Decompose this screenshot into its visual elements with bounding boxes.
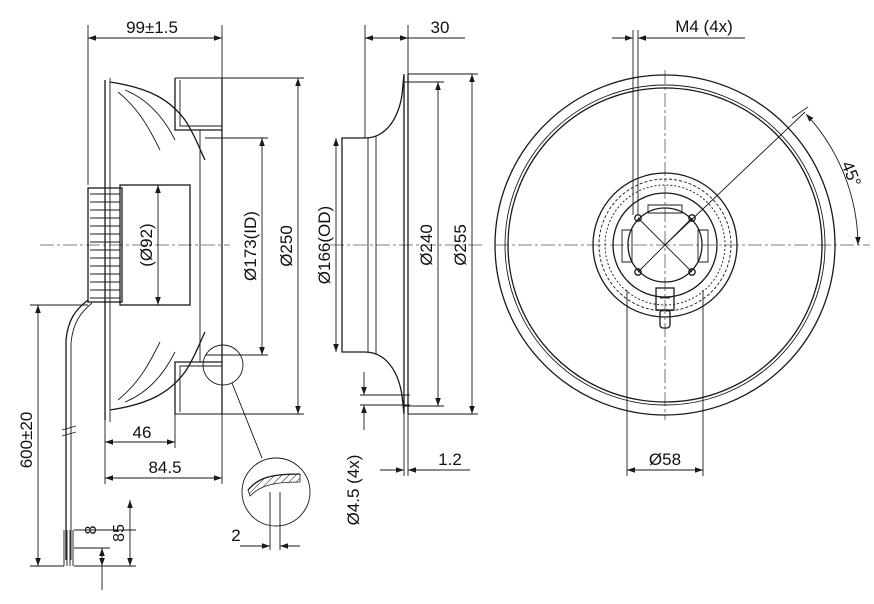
label-1-2: 1.2 [438,450,462,469]
label-46: 46 [133,423,152,442]
cable [65,299,89,560]
label-240: Ø240 [417,224,436,266]
cable-break-1 [61,425,77,431]
inlet-ring-lower-inner [179,365,222,412]
detail-leader [231,382,263,459]
label-255: Ø255 [451,224,470,266]
cable-wires [63,530,74,566]
hub-window-right [697,229,709,263]
hub-window-top [647,204,683,214]
label-600: 600±20 [17,412,36,469]
label-173: Ø173(ID) [241,211,260,281]
label-2: 2 [231,526,240,545]
side-view: 99±1.5 (Ø92) Ø173(ID) Ø250 600±20 46 84.… [17,18,311,590]
label-4-5: Ø4.5 (4x) [344,455,363,526]
label-166: Ø166(OD) [315,206,334,284]
cable-break-2 [61,431,77,437]
label-92: (Ø92) [137,223,156,266]
motor-hub [119,184,191,306]
inlet-ring-upper-inner [179,80,222,127]
outer-ring-inner-2 [507,87,823,403]
motor-fins-block [87,187,123,303]
blade-lower-1 [117,341,161,401]
mount-hole-2 [688,214,696,222]
label-58: Ø58 [649,450,681,469]
mount-hole-3 [634,268,642,276]
hub-window-left [621,229,633,263]
detail-view: 2 [231,457,311,550]
front-view: M4 (4x) 45° Ø58 [494,17,870,476]
detail-hatch [247,473,301,497]
angle-leg-tick [791,106,809,119]
label-m4: M4 (4x) [675,17,733,36]
blade-lower-outer [109,331,206,411]
outer-ring-inner [504,84,826,406]
hub-outer [592,172,738,318]
label-250: Ø250 [277,225,296,267]
detail-circle-large [241,457,311,527]
mount-hole-4 [688,268,696,276]
blade-upper-1 [117,91,161,151]
inlet-ring-profile [341,73,405,415]
cable-gland [659,309,671,329]
blade-upper-2 [124,89,176,141]
hub-vents-2 [604,184,726,306]
label-84-5: 84.5 [148,458,181,477]
motor-fins [90,193,120,299]
inlet-ring-upper [174,78,222,131]
blade-lower-2 [124,351,176,403]
hub-center [627,207,703,283]
label-99: 99±1.5 [126,18,178,37]
section-view: 30 Ø166(OD) Ø240 Ø255 Ø4.5 (4x) 1.2 [315,18,485,525]
outer-ring [494,74,836,416]
blade-upper-outer [109,81,206,161]
label-30: 30 [431,18,450,37]
label-8: 8 [83,525,100,534]
dim-45-deg [805,113,861,246]
hub-vents [598,178,732,312]
angle-leg [664,111,806,246]
detail-circle [202,344,244,386]
label-45: 45° [837,158,864,189]
inlet-ring-lower [174,361,222,414]
cable-2 [70,302,93,560]
label-85: 85 [111,524,128,542]
hub-inner [612,192,718,298]
